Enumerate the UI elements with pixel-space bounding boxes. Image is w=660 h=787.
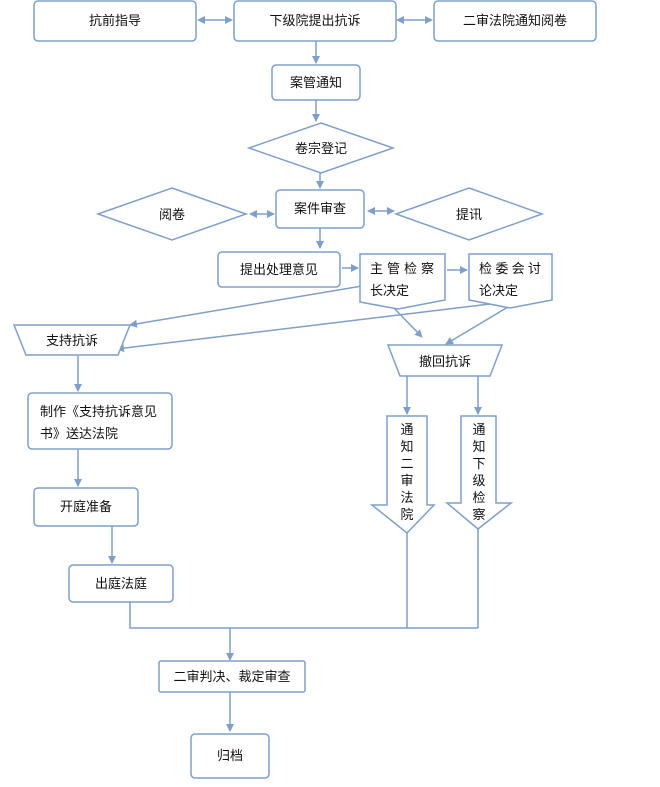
node-support-appeal (12, 324, 132, 356)
label-case-review: 案件审查 (294, 202, 346, 217)
label-prepare-trial: 开庭准备 (60, 499, 112, 515)
node-attend-court (68, 564, 174, 603)
label-interrogate: 提讯 (456, 207, 482, 223)
label-judgment-review: 二审判决、裁定审查 (173, 669, 290, 685)
edge-merge-bus (129, 602, 478, 629)
label-chief-line2: 长决定 (370, 284, 409, 299)
node-guidance (33, 0, 197, 42)
node-notify-court (369, 415, 436, 535)
label-attend-court: 出庭法庭 (95, 576, 147, 592)
node-opinion (217, 251, 341, 288)
node-chief-decision (359, 253, 446, 310)
label-case-notice: 案管通知 (290, 75, 342, 91)
label-notify-court: 通知二审法院 (400, 423, 413, 523)
edge-chief-withdraw (389, 303, 423, 338)
label-notify-lower: 通知下级检察 (472, 423, 485, 523)
node-read-file (95, 187, 249, 241)
label-make-doc-line2: 书》送达法院 (40, 427, 118, 442)
edge-committee-withdraw (445, 303, 514, 345)
node-prepare-trial (33, 487, 139, 527)
node-notify-lower (444, 415, 514, 530)
node-committee-decision (468, 253, 553, 309)
label-opinion: 提出处理意见 (240, 262, 318, 278)
node-case-review (275, 189, 365, 229)
node-make-doc (27, 392, 173, 450)
label-notify-lower-text: 通知下级检察 (472, 423, 485, 523)
node-archive (190, 733, 270, 779)
edge-committee-support (116, 303, 491, 353)
label-make-doc-line1: 制作《支持抗诉意见 (40, 404, 157, 420)
node-judgment-review (158, 660, 306, 693)
label-file-register: 卷宗登记 (295, 141, 347, 157)
label-guidance: 抗前指导 (89, 13, 141, 29)
node-second-court-notice (433, 0, 597, 42)
label-notify-court-text: 通知二审法院 (400, 423, 413, 523)
edge-chief-support (129, 282, 381, 328)
node-withdraw-appeal (386, 344, 504, 377)
node-file-register (246, 122, 396, 174)
label-lower-appeal: 下级院提出抗诉 (269, 13, 360, 29)
node-case-notice (271, 64, 361, 101)
node-interrogate (393, 187, 545, 241)
label-read-file: 阅卷 (159, 207, 185, 223)
label-support-appeal: 支持抗诉 (46, 334, 98, 349)
label-archive: 归档 (217, 749, 243, 764)
node-lower-appeal (233, 0, 397, 42)
label-withdraw-appeal: 撤回抗诉 (419, 354, 471, 370)
label-second-court-notice: 二审法院通知阅卷 (463, 13, 567, 29)
label-committee-line2: 论决定 (479, 284, 518, 299)
